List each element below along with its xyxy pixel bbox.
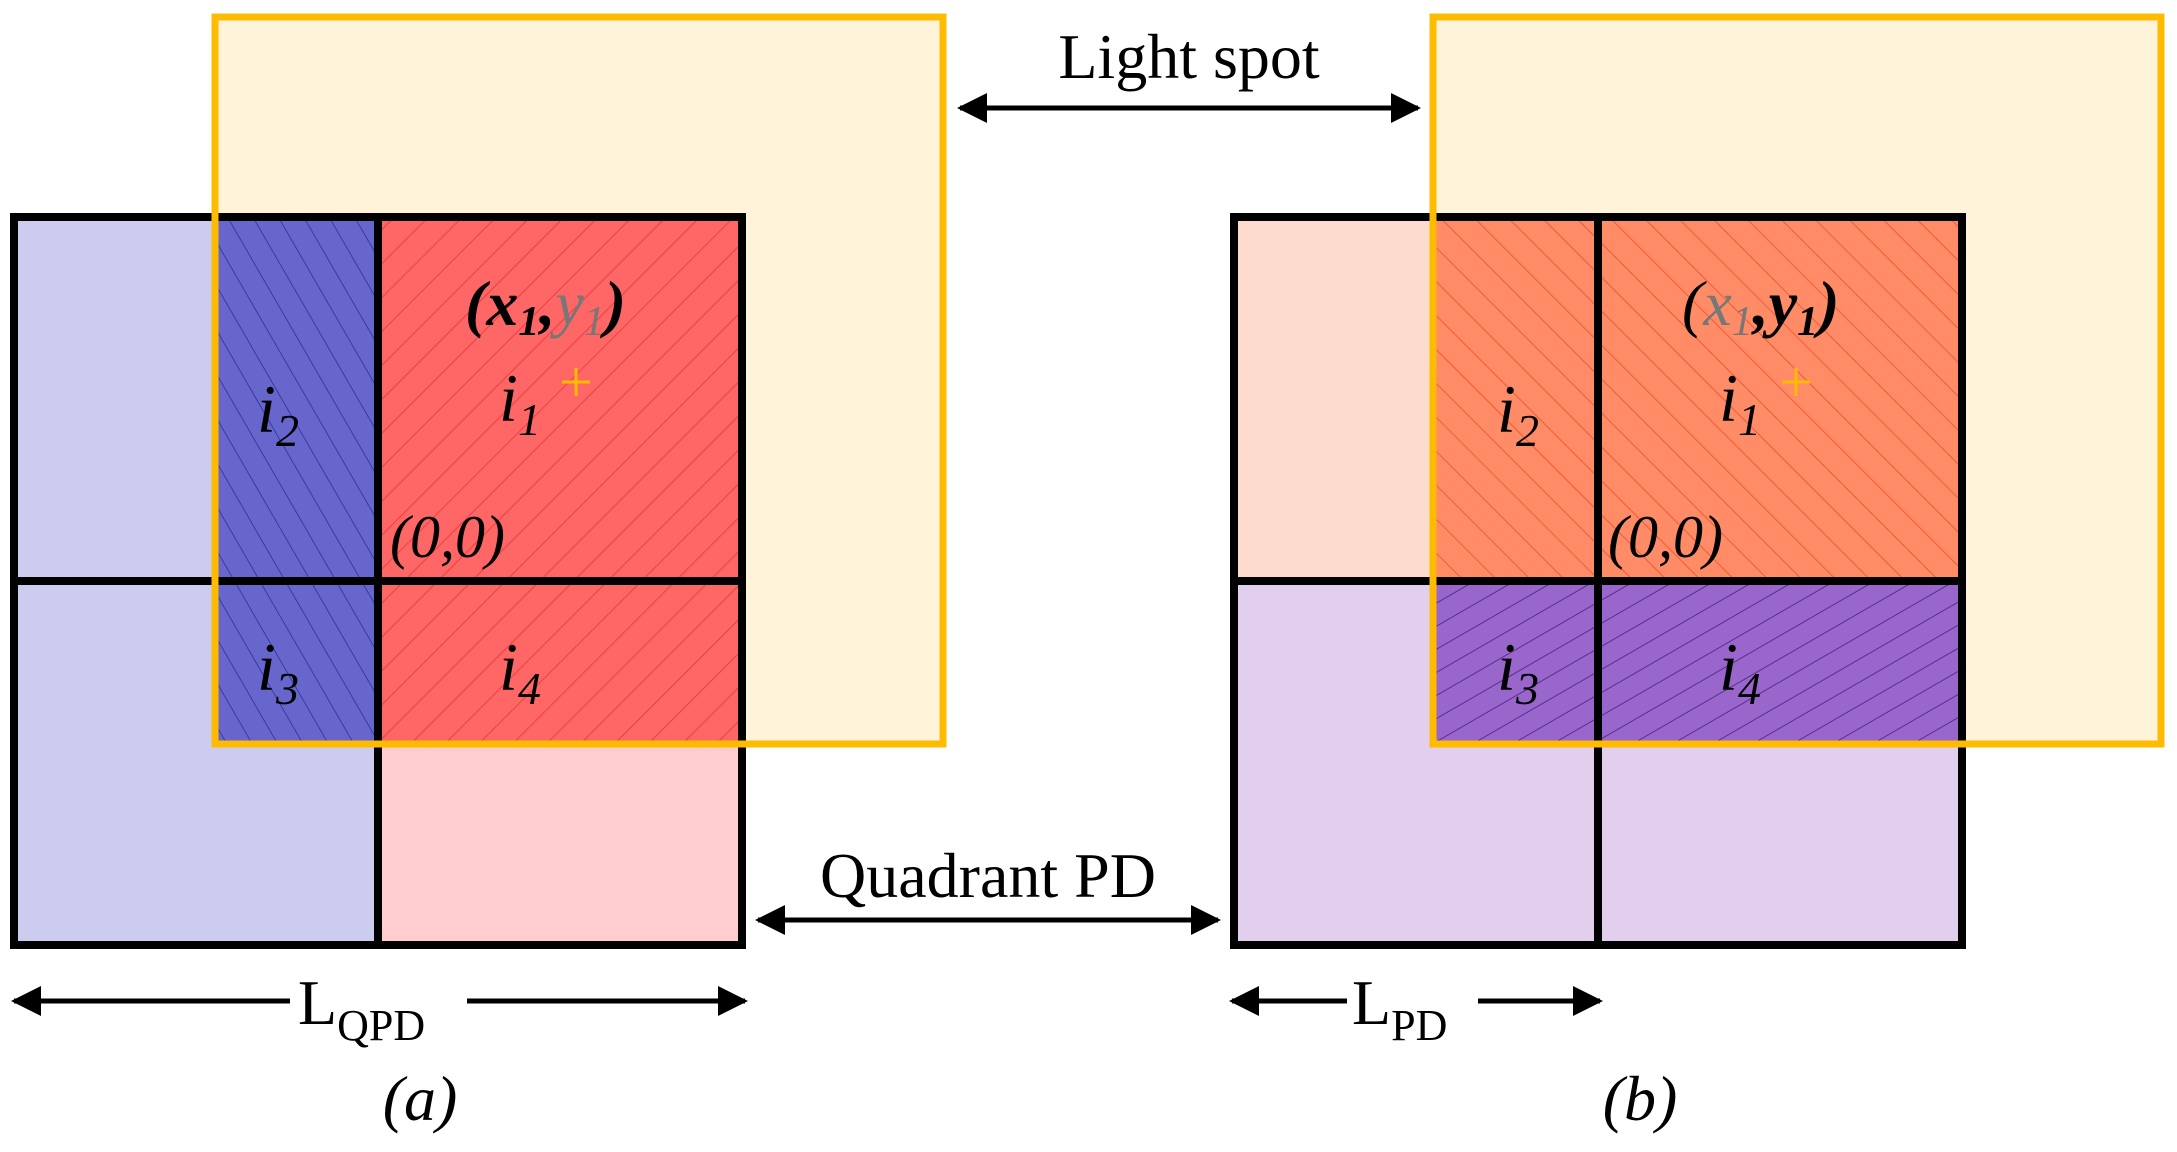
panel-b-caption: (b) (1603, 1063, 1678, 1134)
a-quadrant-grid (10, 213, 746, 949)
l-qpd-label: LQPD (298, 967, 425, 1050)
a-label-i2: i2 (257, 371, 299, 456)
a-centroid-marker: + (559, 349, 593, 415)
panel-a-caption: (a) (383, 1063, 458, 1134)
b-quadrant-grid (1230, 213, 1966, 949)
b-overlap-i3-i4 (1433, 581, 1962, 744)
a-label-i1: i1 (499, 360, 541, 445)
b-label-i1: i1 (1719, 360, 1761, 445)
b-label-i2: i2 (1497, 371, 1539, 456)
a-overlap-i2 (215, 217, 378, 581)
b-centroid-marker: + (1779, 349, 1813, 415)
b-label-i4: i4 (1719, 629, 1761, 714)
quadrant-pd-label: Quadrant PD (820, 840, 1156, 911)
b-coord-label: (x1,y1) (1682, 268, 1839, 345)
b-overlap-i2-i1 (1433, 217, 1962, 581)
b-label-i3: i3 (1497, 629, 1539, 714)
a-label-i4: i4 (499, 629, 541, 714)
panel-a: i2 i3 i1 i4 (0,0) (x1,y1) + (10, 13, 947, 949)
a-overlap-i4 (378, 581, 742, 744)
l-qpd-dimension: LQPD (10, 967, 748, 1050)
b-origin-label: (0,0) (1608, 504, 1723, 570)
a-label-i3: i3 (257, 629, 299, 714)
a-overlap-i1 (378, 217, 742, 581)
a-overlap-i3 (215, 581, 378, 744)
panel-b: i2 i3 i1 i4 (0,0) (x1,y1) + (1230, 13, 2165, 949)
a-coord-label: (x1,y1) (465, 268, 626, 345)
l-pd-dimension: LPD (1229, 967, 1603, 1050)
a-origin-label: (0,0) (390, 504, 505, 570)
light-spot-label: Light spot (1058, 21, 1320, 92)
b-light-spot-outline (1429, 13, 2165, 748)
a-light-spot-outline (211, 13, 947, 748)
l-pd-label: LPD (1352, 967, 1447, 1050)
